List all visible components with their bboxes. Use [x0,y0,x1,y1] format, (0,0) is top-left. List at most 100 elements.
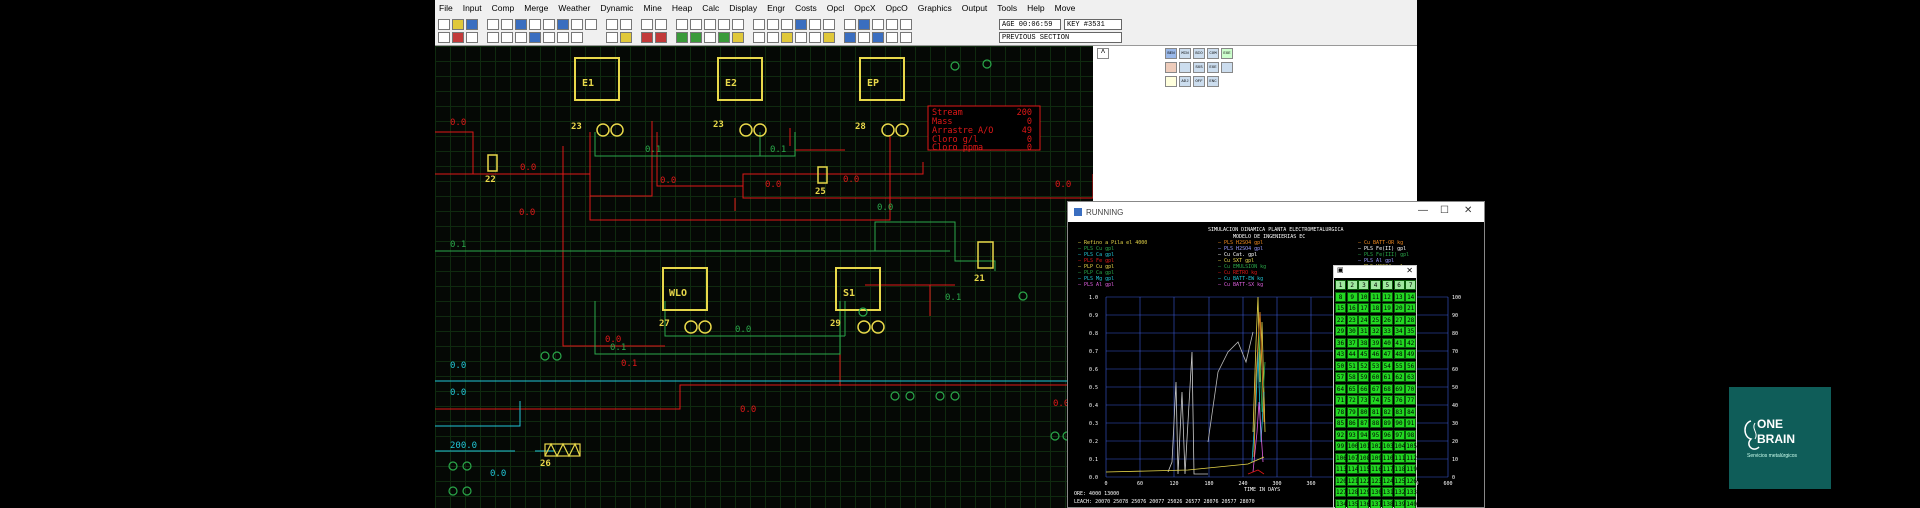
grid-cell[interactable]: 47 [1381,349,1393,359]
grid-cell[interactable]: 115 [1358,464,1371,474]
grid-cell[interactable]: 22 [1335,314,1346,325]
grid-cell[interactable]: 113 [1335,464,1347,474]
grid-cell[interactable]: 24 [1358,314,1370,325]
maximize-icon[interactable]: ☐ [1440,205,1449,216]
select-icon[interactable] [557,19,569,30]
grid-cell[interactable]: 19 [1381,303,1393,313]
save-icon[interactable] [466,19,478,30]
grid-cell[interactable]: 84 [1405,406,1417,417]
side-button-ben[interactable]: BEN [1165,48,1177,59]
grid-header-cell[interactable]: 2 [1346,280,1358,290]
pipe-icon[interactable] [732,32,744,43]
grid-cell[interactable]: 126 [1405,475,1418,486]
grid-cell[interactable]: 89 [1381,418,1393,428]
grid-cell[interactable]: 123 [1370,475,1382,486]
grid-cell[interactable]: 23 [1346,314,1358,325]
grid-cell[interactable]: 130 [1370,487,1382,497]
grid-cell[interactable]: 13 [1393,291,1405,302]
grid-cell[interactable]: 68 [1381,383,1393,394]
side-button-bio[interactable]: BIO [1193,48,1205,59]
grid-header-cell[interactable]: 4 [1370,280,1382,290]
calc-icon[interactable] [543,32,555,43]
grid-cell[interactable]: 8 [1335,291,1346,302]
print-icon[interactable] [606,19,618,30]
undo-icon[interactable] [585,19,597,30]
grid-cell[interactable]: 21 [1405,303,1417,313]
grid-cell[interactable]: 102 [1370,441,1382,451]
grid-cell[interactable]: 56 [1405,360,1417,371]
grid-cell[interactable]: 120 [1335,475,1347,486]
grid-cell[interactable]: 139 [1393,498,1406,508]
close-icon[interactable]: ✕ [1464,205,1473,216]
grid-cell[interactable]: 133 [1405,487,1418,497]
grid-cell[interactable]: 135 [1346,498,1359,508]
menu-costs[interactable]: Costs [795,3,817,13]
grid-cell[interactable]: 54 [1381,360,1393,371]
side-button[interactable] [1165,62,1177,73]
help-icon[interactable] [900,32,912,43]
side-button-sxs[interactable]: SXS [1193,62,1205,73]
side-button-exe[interactable]: EXE [1221,48,1233,59]
grid-cell[interactable]: 122 [1358,475,1371,486]
grid-cell[interactable]: 9 [1346,291,1358,302]
grid-cell[interactable]: 80 [1358,406,1370,417]
grid-cell[interactable]: 136 [1358,498,1371,508]
settler-icon[interactable] [753,32,765,43]
grid-cell[interactable]: 101 [1358,441,1371,451]
collapse-arrow-icon[interactable]: ˄ [1097,48,1109,59]
menu-weather[interactable]: Weather [558,3,591,13]
grid-cell[interactable]: 27 [1393,314,1405,325]
grid-cell[interactable]: 50 [1335,360,1346,371]
grid-cell[interactable]: 11 [1370,291,1382,302]
road-icon[interactable] [732,19,744,30]
grid-cell[interactable]: 111 [1393,452,1406,463]
grid-cell[interactable]: 119 [1405,464,1418,474]
grid-cell[interactable]: 55 [1393,360,1405,371]
leach-icon[interactable] [676,32,688,43]
preview-icon[interactable] [620,19,632,30]
cost-icon[interactable] [823,32,835,43]
grid-cell[interactable]: 134 [1335,498,1347,508]
grid-cell[interactable]: 57 [1335,372,1346,382]
menu-output[interactable]: Output [961,3,988,13]
heat-icon[interactable] [823,19,835,30]
grid-cell[interactable]: 104 [1393,441,1406,451]
grid-cell[interactable]: 124 [1381,475,1394,486]
grid-cell[interactable]: 45 [1358,349,1370,359]
grid-cell[interactable]: 73 [1358,395,1370,405]
grid-cell[interactable]: 100 [1346,441,1359,451]
grid-cell[interactable]: 125 [1393,475,1406,486]
menu-graphics[interactable]: Graphics [917,3,952,13]
menu-dynamic[interactable]: Dynamic [600,3,634,13]
grid-cell[interactable]: 106 [1335,452,1347,463]
side-button-off[interactable]: OFF [1193,76,1205,87]
grid-cell[interactable]: 107 [1346,452,1359,463]
grid-cell[interactable]: 16 [1346,303,1358,313]
menu-comp[interactable]: Comp [491,3,515,13]
grid-cell[interactable]: 58 [1346,372,1358,382]
grid-cell[interactable]: 98 [1405,429,1417,440]
filter-icon[interactable] [557,32,569,43]
grid-cell[interactable]: 138 [1381,498,1394,508]
grid-cell[interactable]: 33 [1381,326,1393,336]
sun-icon[interactable] [655,19,667,30]
grid-cell[interactable]: 112 [1405,452,1418,463]
menu-mine[interactable]: Mine [643,3,662,13]
grid-cell[interactable]: 46 [1370,349,1382,359]
menu-opco[interactable]: OpcO [885,3,908,13]
grid-cell[interactable]: 60 [1370,372,1382,382]
minimize-icon[interactable]: — [1418,205,1428,216]
splitter-icon[interactable] [795,32,807,43]
grid-cell[interactable]: 82 [1381,406,1393,417]
grid-cell[interactable]: 109 [1370,452,1382,463]
pile-icon[interactable] [704,19,716,30]
grid-cell[interactable]: 14 [1405,291,1417,302]
heap-icon[interactable] [690,19,702,30]
grid-cell[interactable]: 72 [1346,395,1358,405]
grid-cell[interactable]: 43 [1335,349,1346,359]
copy-icon[interactable] [501,19,513,30]
running-title-bar[interactable]: RUNNING — ☐ ✕ [1068,202,1484,222]
grid-cell[interactable]: 95 [1370,429,1382,440]
grid-cell[interactable]: 53 [1370,360,1382,371]
grid-cell[interactable]: 51 [1346,360,1358,371]
